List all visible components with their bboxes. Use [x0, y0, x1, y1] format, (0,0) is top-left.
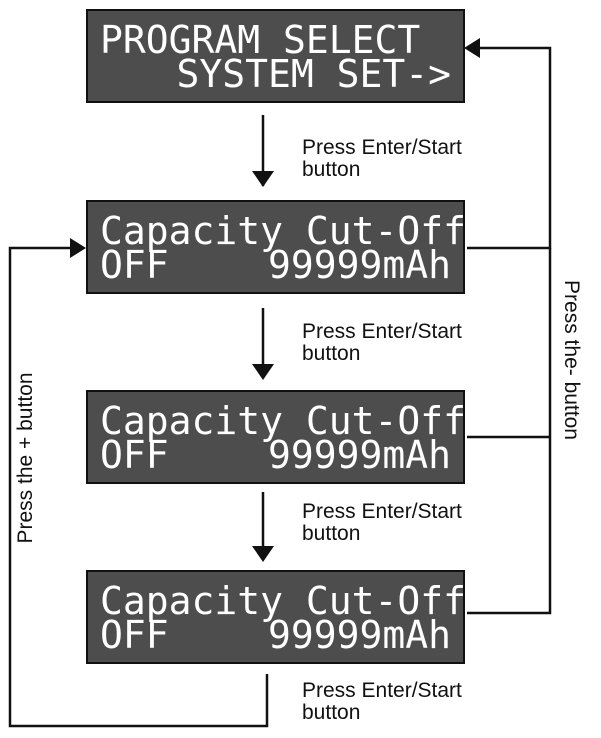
- plus-button-loop: [8, 246, 269, 728]
- lcd-line-1: Capacity Cut-Off: [100, 579, 467, 623]
- plus-button-label: Press the + button: [14, 372, 37, 544]
- lcd-line-1: PROGRAM SELECT: [100, 18, 421, 62]
- enter-note-1: Press Enter/Start button: [302, 137, 462, 181]
- down-arrow-1-head: [252, 171, 274, 187]
- lcd-status-off: OFF: [100, 433, 169, 477]
- lcd-line-1: Capacity Cut-Off: [100, 399, 467, 443]
- enter-note-line2: button: [302, 158, 361, 181]
- lcd-screen-capacity-cutoff-3: Capacity Cut-Off OFF 99999mAh: [86, 570, 467, 664]
- lcd-screen-capacity-cutoff-2: Capacity Cut-Off OFF 99999mAh: [86, 390, 467, 484]
- lcd-line-2: SYSTEM SET->: [176, 52, 451, 96]
- down-arrow-2-head: [252, 364, 274, 380]
- enter-note-line1: Press Enter/Start: [302, 679, 462, 702]
- plus-loop-arrowhead: [70, 238, 86, 258]
- enter-note-line2: button: [302, 522, 361, 545]
- enter-note-line1: Press Enter/Start: [302, 136, 462, 159]
- minus-button-label: Press the- button: [560, 280, 583, 440]
- down-arrow-3-head: [252, 546, 274, 562]
- lcd-status-off: OFF: [100, 243, 169, 287]
- minus-loop-branch-3: [467, 248, 552, 615]
- lcd-capacity-value: 99999mAh: [267, 433, 451, 477]
- lcd-screen-program-select: PROGRAM SELECT SYSTEM SET->: [86, 9, 465, 103]
- enter-note-line1: Press Enter/Start: [302, 500, 462, 523]
- enter-note-3: Press Enter/Start button: [302, 501, 462, 545]
- enter-note-line1: Press Enter/Start: [302, 320, 462, 343]
- enter-note-line2: button: [302, 342, 361, 365]
- minus-button-loop: [467, 46, 552, 250]
- lcd-status-off: OFF: [100, 613, 169, 657]
- lcd-screen-capacity-cutoff-1: Capacity Cut-Off OFF 99999mAh: [86, 200, 467, 294]
- enter-note-4: Press Enter/Start button: [302, 680, 462, 724]
- lcd-capacity-value: 99999mAh: [267, 613, 451, 657]
- lcd-line-1: Capacity Cut-Off: [100, 209, 467, 253]
- minus-loop-arrowhead: [464, 38, 480, 58]
- enter-note-line2: button: [302, 701, 361, 724]
- enter-note-2: Press Enter/Start button: [302, 321, 462, 365]
- lcd-capacity-value: 99999mAh: [267, 243, 451, 287]
